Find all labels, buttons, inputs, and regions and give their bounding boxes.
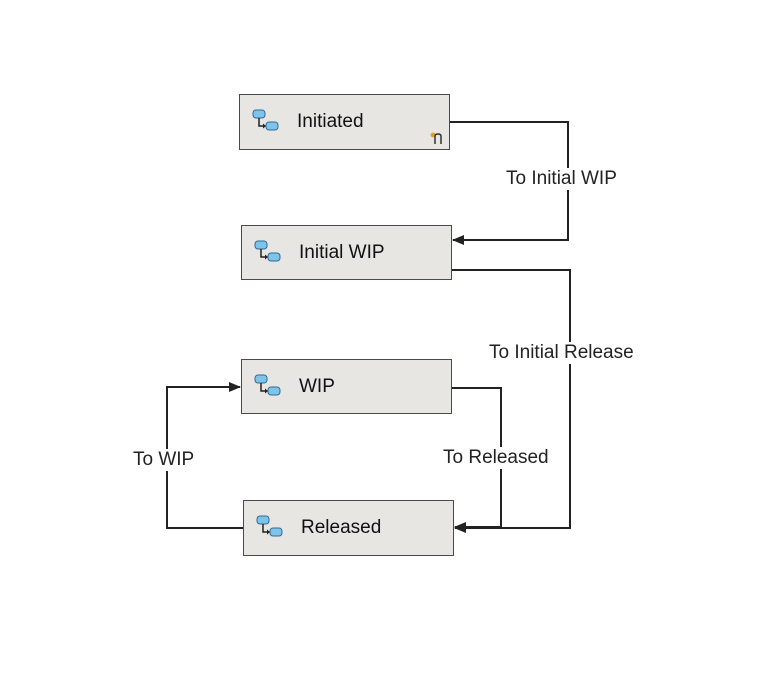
transition-label-to-released[interactable]: To Released bbox=[443, 447, 549, 469]
state-label-initiated: Initiated bbox=[297, 111, 364, 132]
state-label-initial-wip: Initial WIP bbox=[299, 242, 385, 263]
workflow-state-icon bbox=[254, 374, 282, 398]
state-box-released[interactable]: Released bbox=[243, 500, 454, 556]
transition-label-to-wip[interactable]: To WIP bbox=[133, 449, 195, 471]
state-box-initial-wip[interactable]: Initial WIP bbox=[241, 225, 452, 280]
state-label-released: Released bbox=[301, 517, 382, 538]
workflow-state-icon bbox=[252, 109, 280, 133]
transition-connector-initial-wip-to-released[interactable] bbox=[452, 269, 571, 533]
state-box-wip[interactable]: WIP bbox=[241, 359, 452, 414]
state-box-initiated[interactable]: Initiated bbox=[239, 94, 450, 150]
workflow-state-icon bbox=[256, 515, 284, 539]
initial-state-marker-icon bbox=[429, 131, 443, 145]
transition-label-to-initial-release[interactable]: To Initial Release bbox=[489, 342, 634, 364]
workflow-state-icon bbox=[254, 240, 282, 264]
transition-label-to-initial-wip[interactable]: To Initial WIP bbox=[506, 168, 617, 190]
state-label-wip: WIP bbox=[299, 376, 335, 397]
